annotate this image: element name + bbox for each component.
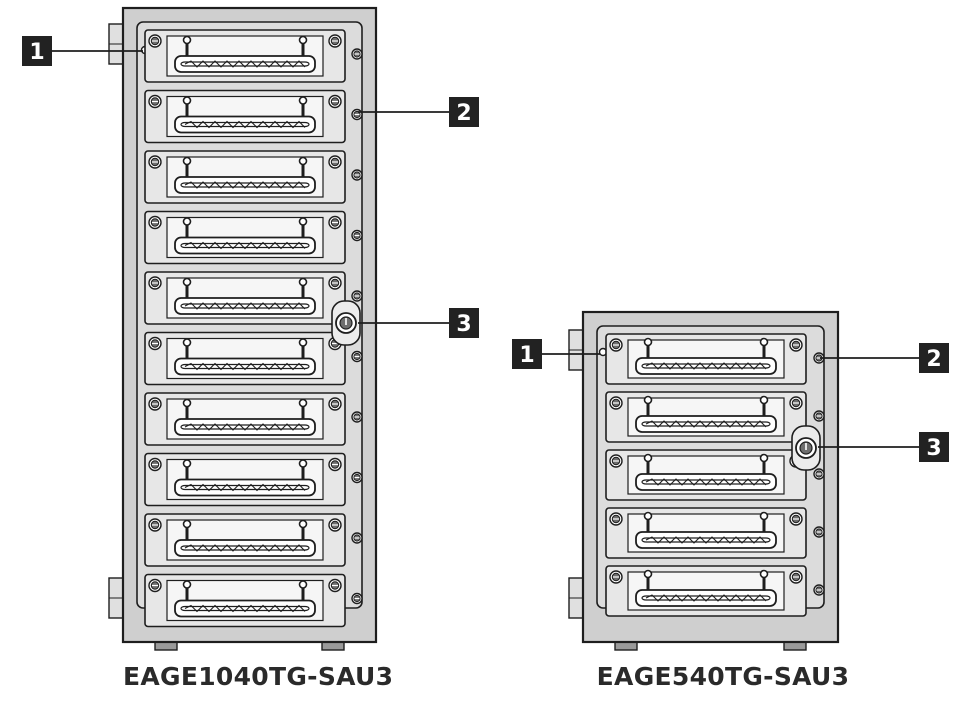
- tray-handle-icon: [635, 337, 777, 375]
- screw-icon: [351, 48, 363, 60]
- drive-tray: [605, 565, 807, 617]
- lock-key-icon: [791, 425, 821, 471]
- screw-icon: [609, 570, 623, 584]
- callout-number: 2: [456, 101, 471, 126]
- model-label-small: EAGE540TG-SAU3: [596, 662, 850, 691]
- screw-icon: [328, 94, 342, 109]
- screw-icon: [148, 94, 162, 109]
- screw-icon: [609, 454, 623, 468]
- drive-tray: [605, 333, 807, 385]
- drive-tray: [144, 573, 346, 628]
- drive-tray: [144, 392, 346, 446]
- drive-tray: [144, 210, 346, 265]
- screw-icon: [148, 336, 162, 351]
- lock-key-icon: [331, 300, 361, 346]
- drive-tray: [144, 89, 346, 144]
- screw-icon: [351, 229, 363, 242]
- tray-handle-icon: [174, 519, 316, 557]
- screw-icon: [813, 526, 825, 538]
- drive-tray: [605, 449, 807, 501]
- drive-tray: [144, 513, 346, 567]
- tray-handle-icon: [635, 569, 777, 607]
- callout-number: 1: [29, 40, 44, 65]
- screw-icon: [148, 397, 162, 411]
- tray-handle-icon: [174, 277, 316, 315]
- tray-handle-icon: [174, 35, 316, 73]
- drive-tray: [144, 150, 346, 204]
- tray-handle-icon: [635, 453, 777, 491]
- screw-icon: [148, 457, 162, 472]
- callout-badge-3: 3: [919, 432, 949, 462]
- drive-tray: [144, 29, 346, 83]
- callout-badge-1: 1: [512, 339, 542, 369]
- screw-icon: [328, 215, 342, 230]
- tray-handle-icon: [174, 96, 316, 134]
- screw-icon: [148, 215, 162, 230]
- screw-icon: [813, 584, 825, 596]
- tray-handle-icon: [635, 395, 777, 433]
- screw-icon: [351, 108, 363, 121]
- screw-icon: [351, 169, 363, 181]
- screw-icon: [789, 396, 803, 410]
- model-label-large: EAGE1040TG-SAU3: [123, 662, 394, 691]
- screw-icon: [148, 34, 162, 48]
- callout-badge-2: 2: [449, 97, 479, 127]
- callout-number: 3: [926, 436, 941, 461]
- screw-icon: [148, 518, 162, 532]
- screw-icon: [609, 512, 623, 526]
- screw-icon: [328, 397, 342, 411]
- screw-icon: [351, 532, 363, 544]
- drive-tray: [144, 271, 346, 325]
- screw-icon: [813, 410, 825, 422]
- callout-number: 3: [456, 312, 471, 337]
- screw-icon: [351, 411, 363, 423]
- screw-icon: [609, 338, 623, 352]
- callout-number: 1: [519, 343, 534, 368]
- callouts: 1 2 3 1 2 3: [22, 36, 949, 462]
- screw-icon: [328, 578, 342, 593]
- device-large: [108, 6, 378, 651]
- tray-handle-icon: [174, 398, 316, 436]
- screw-icon: [351, 350, 363, 363]
- screw-icon: [789, 570, 803, 584]
- device-small: [568, 310, 840, 651]
- screw-icon: [351, 471, 363, 484]
- screw-icon: [328, 457, 342, 472]
- drive-tray: [144, 331, 346, 386]
- screw-icon: [789, 338, 803, 352]
- tray-handle-icon: [174, 459, 316, 497]
- callout-badge-1: 1: [22, 36, 52, 66]
- screw-icon: [789, 512, 803, 526]
- screw-icon: [813, 468, 825, 480]
- screw-icon: [328, 518, 342, 532]
- screw-icon: [148, 276, 162, 290]
- screw-icon: [351, 592, 363, 605]
- drive-tray: [605, 507, 807, 559]
- drive-tray: [144, 452, 346, 507]
- tray-handle-icon: [174, 338, 316, 376]
- screw-icon: [148, 155, 162, 169]
- screw-icon: [328, 155, 342, 169]
- screw-icon: [328, 276, 342, 290]
- callout-number: 2: [926, 347, 941, 372]
- screw-icon: [351, 290, 363, 302]
- callout-badge-2: 2: [919, 343, 949, 373]
- screw-icon: [148, 578, 162, 593]
- tray-handle-icon: [174, 580, 316, 618]
- callout-badge-3: 3: [449, 308, 479, 338]
- tray-handle-icon: [635, 511, 777, 549]
- drive-tray: [605, 391, 807, 443]
- screw-icon: [328, 34, 342, 48]
- screw-icon: [609, 396, 623, 410]
- tray-handle-icon: [174, 217, 316, 255]
- tray-handle-icon: [174, 156, 316, 194]
